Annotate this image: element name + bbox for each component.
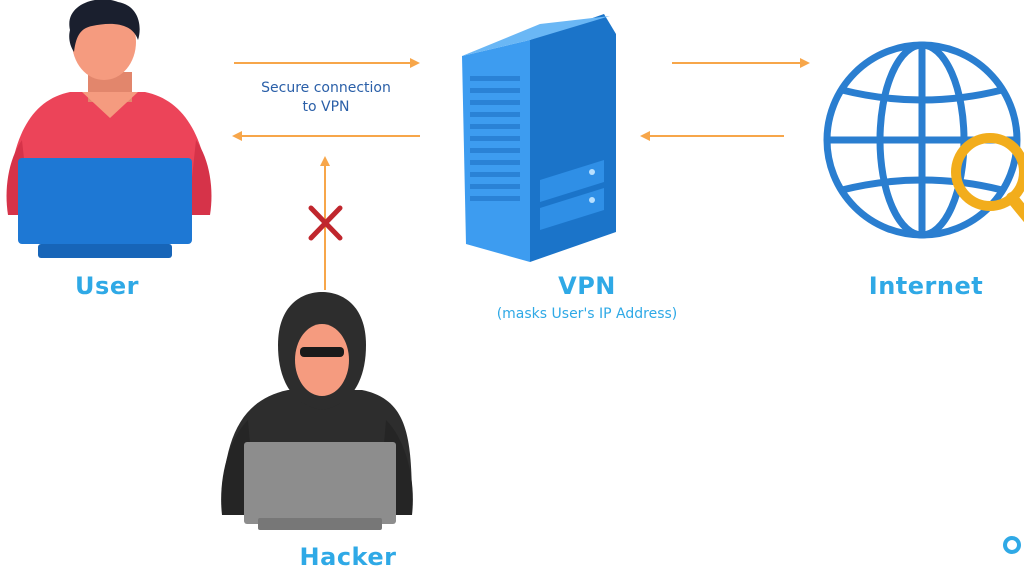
user-label: User <box>75 272 139 300</box>
corner-dot-icon <box>1003 536 1021 554</box>
blocked-x-icon <box>308 205 343 241</box>
internet-label: Internet <box>868 272 984 300</box>
user-icon <box>6 0 212 258</box>
vpn-sublabel: (masks User's IP Address) <box>496 306 678 322</box>
connection-label-line2: to VPN <box>302 99 350 115</box>
magnifier-icon <box>951 133 1024 223</box>
hacker-laptop-icon <box>244 442 396 530</box>
vpn-server-icon <box>462 14 616 262</box>
vpn-label: VPN <box>558 272 616 300</box>
user-laptop-icon <box>18 158 192 258</box>
connection-label: Secure connection to VPN <box>226 79 426 117</box>
internet-globe-icon <box>823 41 1021 239</box>
hacker-icon <box>221 292 413 530</box>
connection-label-line1: Secure connection <box>261 80 391 96</box>
hacker-label: Hacker <box>299 543 397 571</box>
